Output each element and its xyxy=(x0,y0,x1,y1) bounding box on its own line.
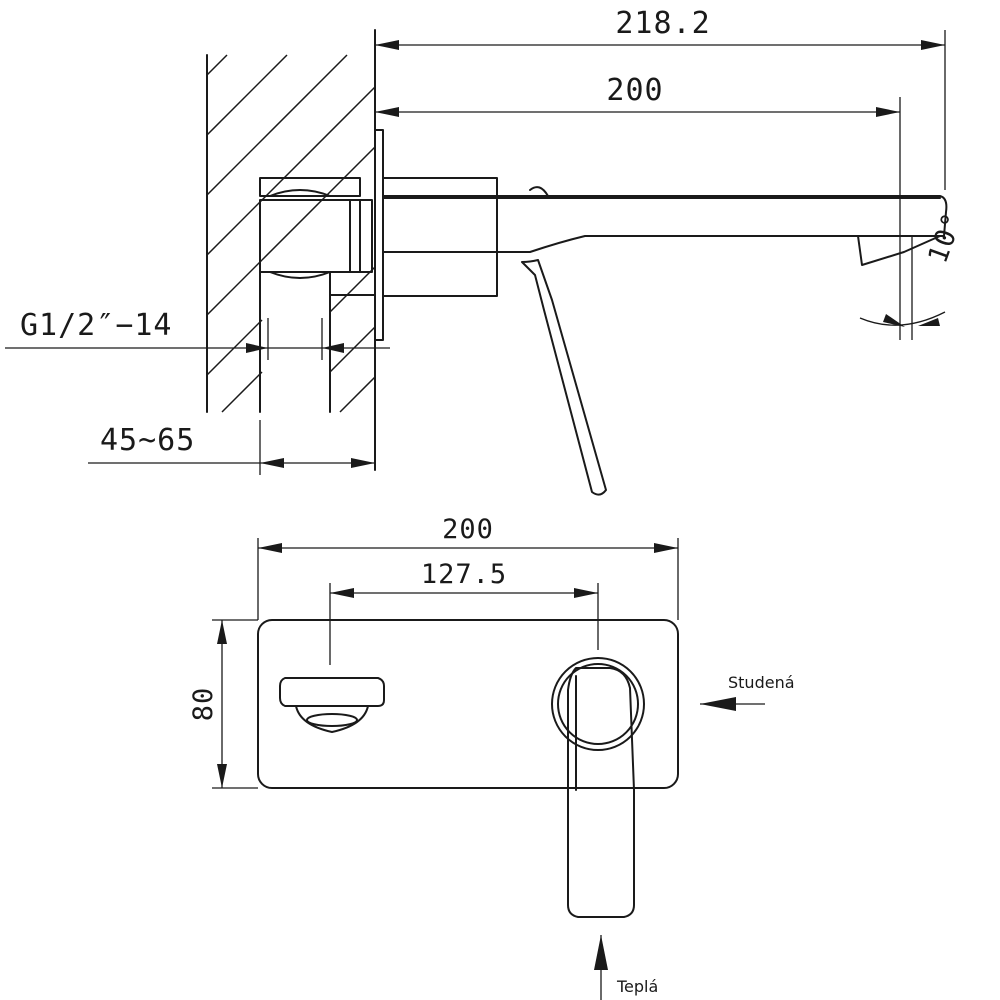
dim-center-distance-label: 127.5 xyxy=(421,559,507,590)
cover-plate xyxy=(374,129,384,341)
dim-wall-depth-label: 45~65 xyxy=(100,423,195,458)
dim-center-distance: 127.5 xyxy=(329,559,599,665)
dim-wall-depth: 45~65 xyxy=(88,420,375,475)
front-view: 200 127.5 80 Studená xyxy=(188,514,795,1000)
front-spout-outlet xyxy=(279,677,385,733)
dim-angle: 10° xyxy=(859,208,969,340)
front-cover-plate xyxy=(257,619,679,789)
dim-spout-label: 200 xyxy=(606,73,663,108)
lever-handle xyxy=(521,259,607,496)
dim-spout-length: 200 xyxy=(375,73,901,340)
dim-thread-label: G1/2″−14 xyxy=(20,308,173,343)
dim-plate-height-label: 80 xyxy=(188,687,219,722)
side-view: 218.2 200 10° G1/2″−14 xyxy=(5,6,969,496)
hot-water-indicator: Teplá xyxy=(594,935,658,1000)
cold-water-indicator: Studená xyxy=(700,673,795,711)
spout-base xyxy=(382,177,498,297)
dim-plate-height: 80 xyxy=(188,619,258,789)
cold-label: Studená xyxy=(728,673,795,692)
front-mixer-lever xyxy=(551,657,645,918)
dim-plate-width: 200 xyxy=(257,514,679,620)
spout xyxy=(382,186,948,266)
dim-plate-width-label: 200 xyxy=(442,514,494,545)
wall-section xyxy=(206,29,376,471)
dim-angle-label: 10° xyxy=(922,208,969,267)
wall-hatching xyxy=(206,54,376,413)
concealed-body xyxy=(259,177,376,413)
dim-total-length: 218.2 xyxy=(375,6,946,190)
dim-total-label: 218.2 xyxy=(615,6,710,41)
hot-label: Teplá xyxy=(616,977,658,996)
dim-thread: G1/2″−14 xyxy=(5,308,390,360)
